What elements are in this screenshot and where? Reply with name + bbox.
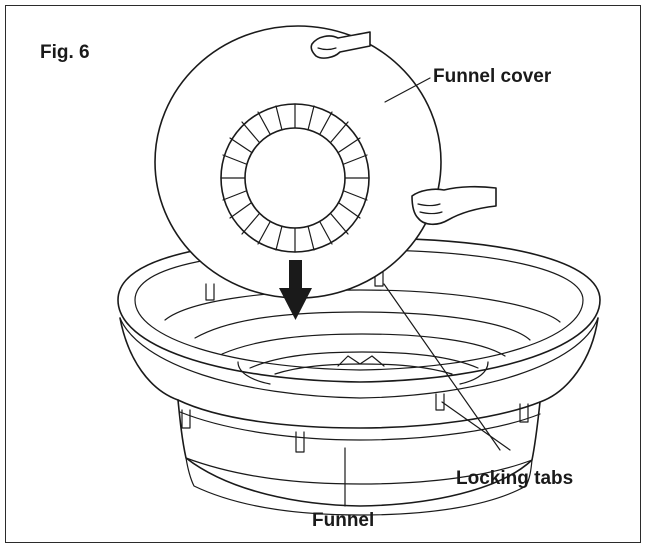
label-funnel-cover: Funnel cover (433, 66, 552, 87)
hand-right (411, 185, 497, 226)
down-arrow-icon (279, 260, 312, 320)
hand-top (310, 31, 371, 59)
leader-locking-tab-upper (383, 283, 501, 451)
label-locking-tabs: Locking tabs (456, 468, 573, 489)
funnel-cover-disc (154, 25, 442, 299)
funnel-bowl (117, 237, 601, 516)
leader-funnel-cover (384, 77, 431, 103)
label-funnel: Funnel (312, 510, 374, 531)
cover-grate-slots (220, 103, 370, 253)
leader-locking-tab-lower (441, 401, 511, 451)
figure-title: Fig. 6 (40, 42, 90, 63)
leader-lines (344, 77, 511, 507)
